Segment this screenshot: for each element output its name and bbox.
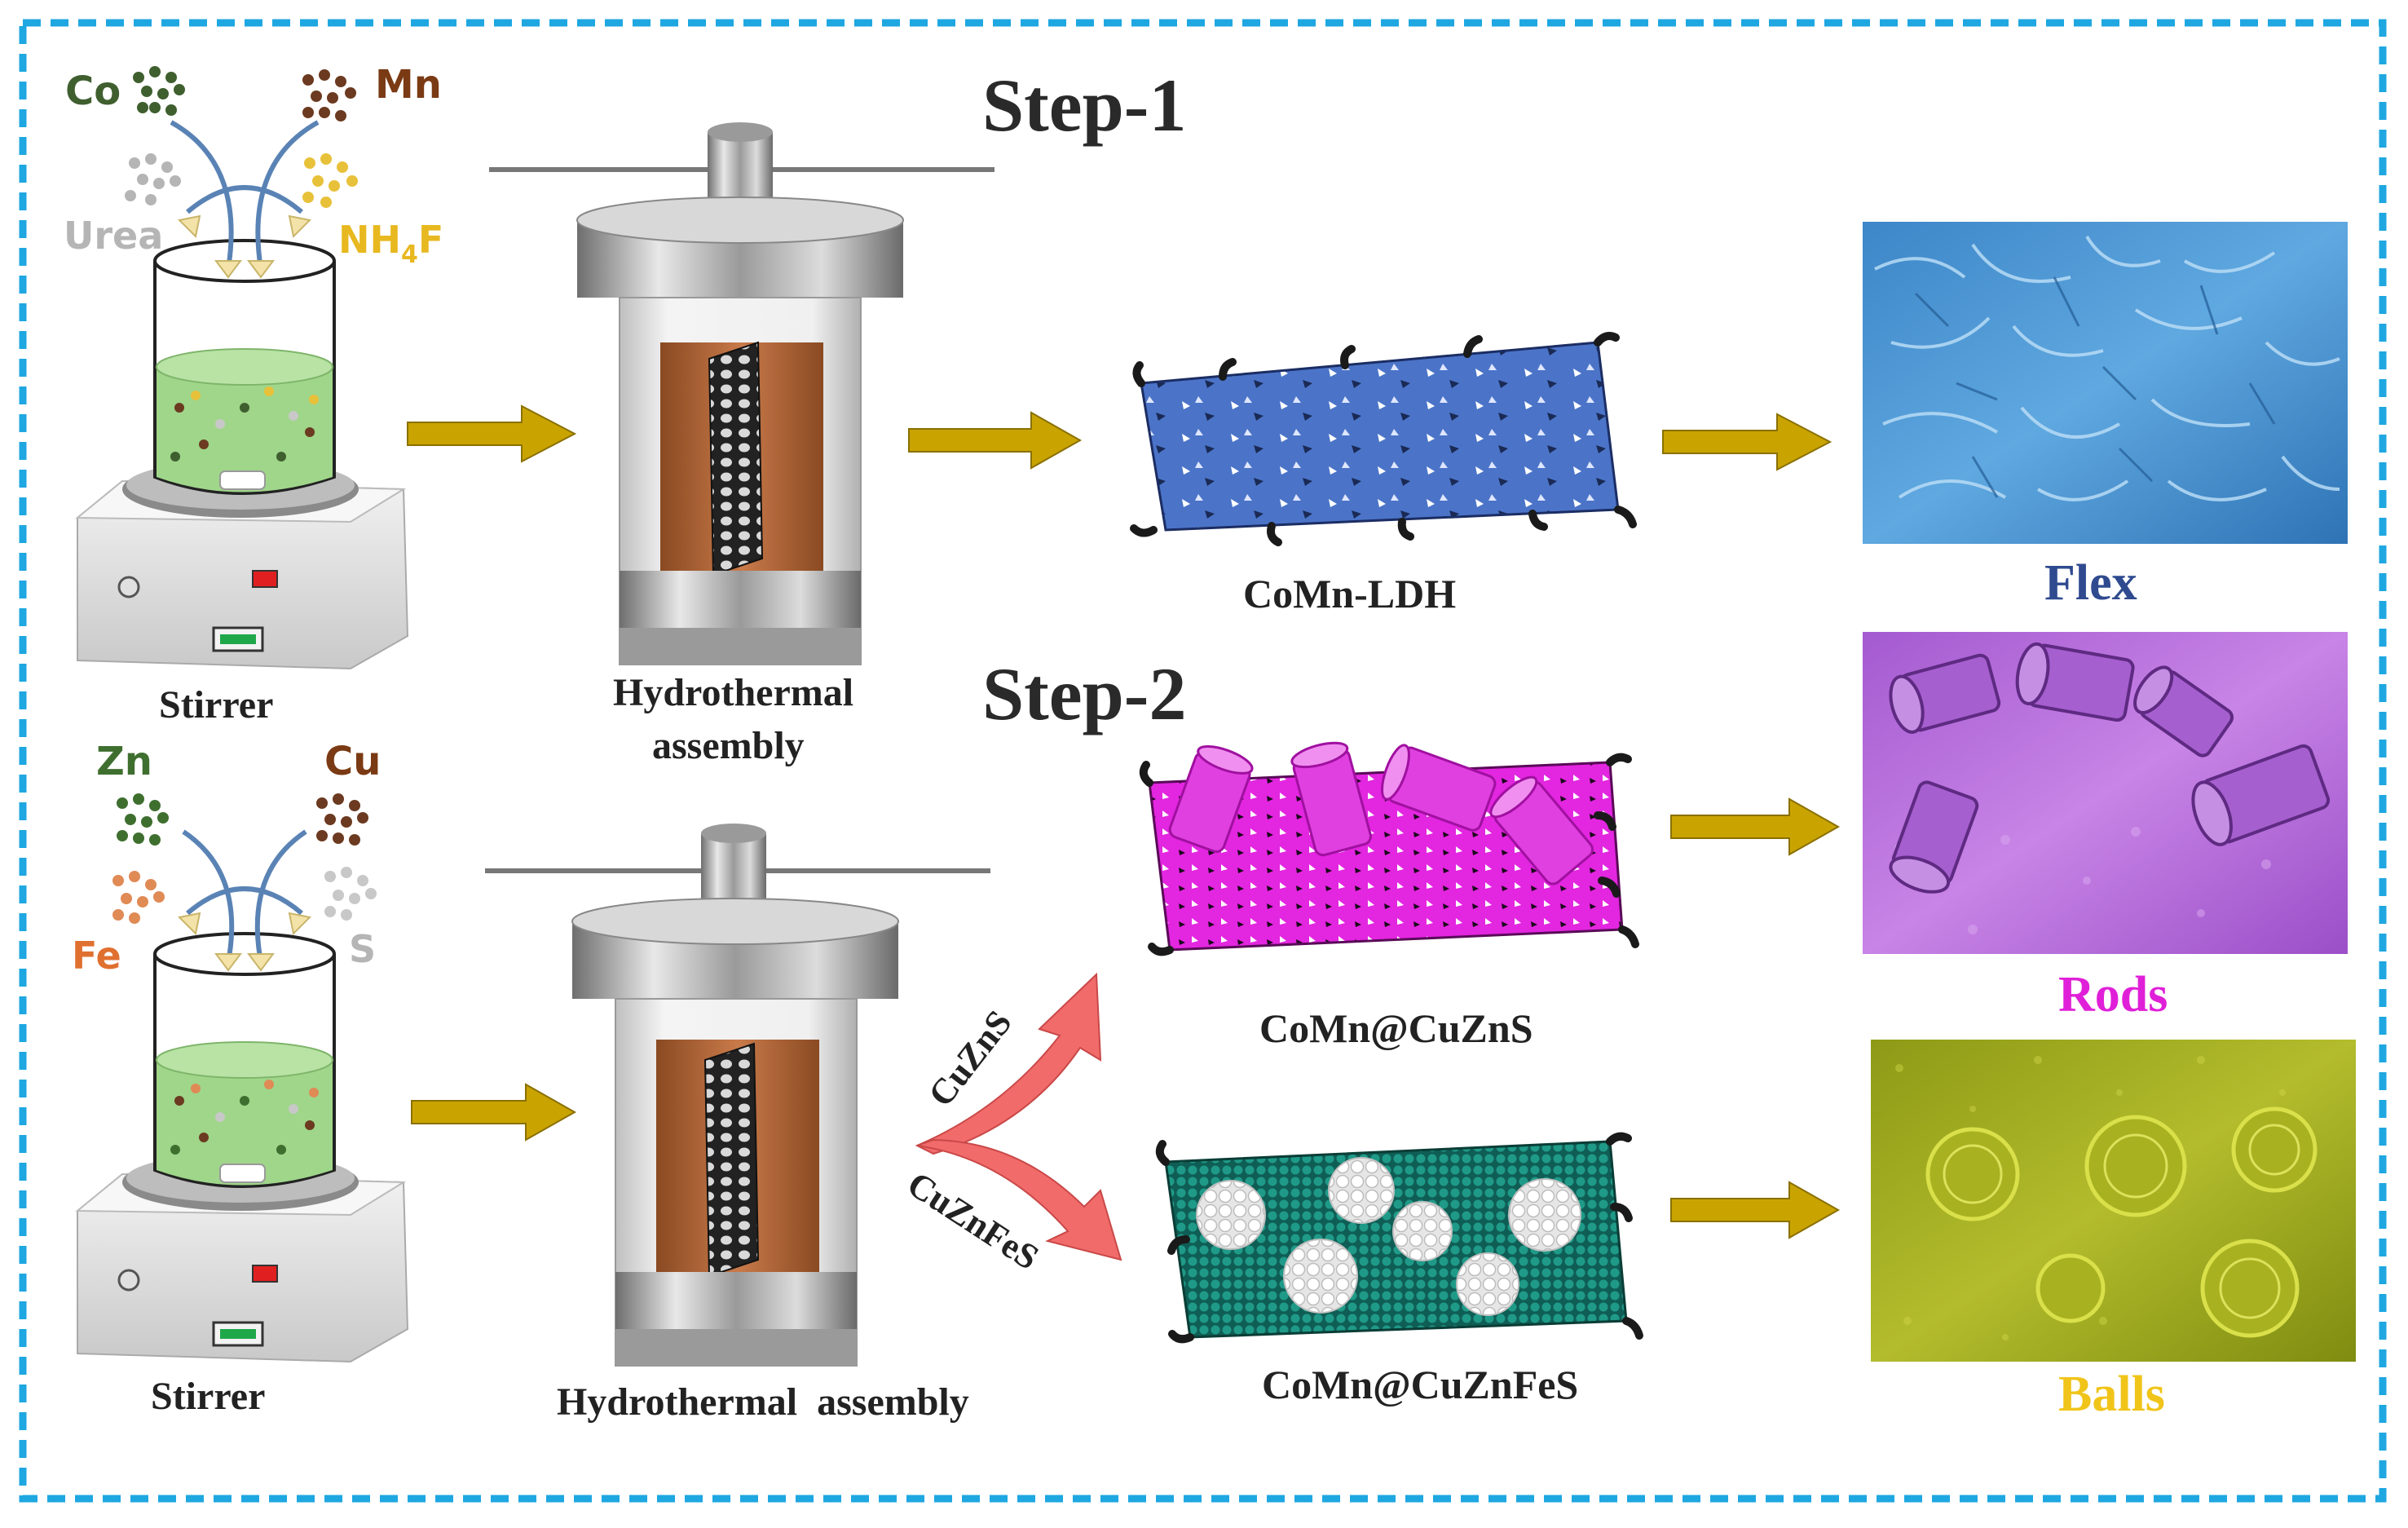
stirrer-bottom-label: Stirrer [151, 1375, 265, 1418]
label-mn: Mn [375, 62, 442, 108]
label-co: Co [65, 68, 121, 114]
label-fe: Fe [72, 934, 121, 978]
ldh-label: CoMn-LDH [1243, 571, 1456, 616]
indicator-red-icon [252, 570, 278, 588]
cuznfes-label: CoMn@CuZnFeS [1262, 1362, 1578, 1407]
branch-arrows [915, 972, 1122, 1261]
hydrothermal-top-label-1: Hydrothermal [613, 671, 853, 714]
knob-icon [117, 576, 140, 598]
morphology-rods: Rods [2058, 967, 2168, 1022]
hydrothermal-top-label-2: assembly [652, 724, 805, 767]
hydrothermal-assembly-bottom [485, 824, 990, 1367]
label-cu: Cu [324, 739, 381, 784]
cuznfes-nanosheet [1155, 1132, 1643, 1344]
sem-image-flex [1863, 222, 2348, 544]
label-urea: Urea [64, 214, 163, 258]
sem-image-balls [1871, 1040, 2356, 1362]
stirrer-bottom [75, 932, 409, 1363]
knob-icon [117, 1269, 140, 1292]
hydrothermal-bottom-label: Hydrothermal assembly [557, 1380, 969, 1424]
step2-title: Step-2 [982, 652, 1186, 735]
arrow-to-hydrothermal-bottom [411, 1083, 577, 1142]
arrow-to-hydrothermal-top [407, 404, 577, 463]
label-nh4f: NH4F [338, 218, 443, 269]
arrow-to-balls [1670, 1181, 1841, 1239]
indicator-red-icon [252, 1265, 278, 1283]
precursor-dots-bottom [112, 793, 377, 972]
cuzns-label: CoMn@CuZnS [1259, 1005, 1533, 1051]
morphology-balls: Balls [2058, 1367, 2165, 1422]
stirrer-top [75, 239, 409, 670]
hydrothermal-assembly-top [489, 122, 995, 665]
label-s: S [349, 927, 376, 971]
cuzns-nanosheet [1139, 741, 1639, 956]
precursor-dots-top [125, 66, 358, 279]
dashed-frame [19, 19, 2387, 1503]
arrow-to-rods [1670, 797, 1841, 856]
ldh-nanosheet [1130, 332, 1637, 546]
morphology-flex: Flex [2044, 555, 2137, 611]
arrow-to-flex [1662, 413, 1832, 471]
arrow-to-ldh [908, 411, 1083, 470]
step1-title: Step-1 [982, 64, 1186, 147]
stirrer-top-label: Stirrer [159, 683, 273, 726]
label-zn: Zn [96, 739, 152, 784]
sem-image-rods [1863, 632, 2348, 954]
